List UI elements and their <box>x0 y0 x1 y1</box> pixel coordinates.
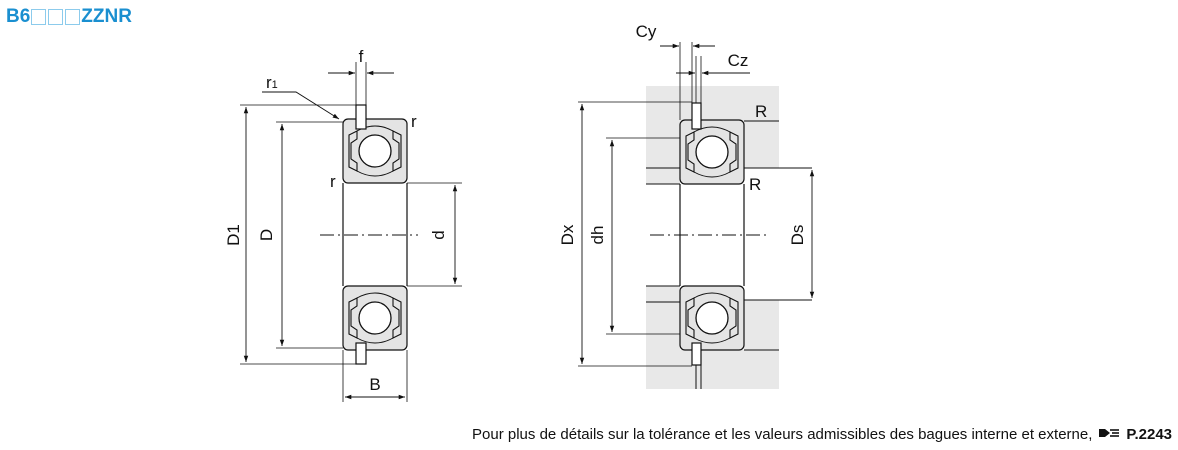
label-Dx: Dx <box>558 224 577 245</box>
page-reference-link[interactable]: P.2243 <box>1126 426 1172 443</box>
title-suffix: ZZNR <box>81 6 132 27</box>
label-D1: D1 <box>224 224 243 246</box>
lower-snap-ring <box>355 342 367 365</box>
footer-note: Pour plus de détails sur la tolérance et… <box>472 426 1172 443</box>
label-Cz: Cz <box>728 51 749 70</box>
label-r1: r1 <box>266 73 278 92</box>
leader-r1 <box>262 91 340 120</box>
label-Cy: Cy <box>636 22 657 41</box>
left-bearing-view: f r1 r r B D1 D d <box>224 47 462 402</box>
label-r1-text: r <box>266 73 272 92</box>
upper-bearing-ring <box>342 118 408 184</box>
placeholder-box-3 <box>65 9 81 25</box>
placeholder-box-2 <box>48 9 64 25</box>
right-lower-bearing-ring <box>679 285 745 351</box>
right-lower-snap-ring <box>691 342 702 366</box>
label-d: d <box>429 230 448 239</box>
label-R-mid: R <box>749 175 761 194</box>
lower-bearing-ring <box>342 285 408 351</box>
product-code-title: B6 ZZNR <box>6 4 132 30</box>
label-dh: dh <box>588 226 607 245</box>
right-upper-snap-ring <box>691 102 702 130</box>
upper-snap-ring <box>355 104 367 130</box>
housing-upper-right <box>744 121 779 168</box>
housing-upper <box>646 86 779 121</box>
right-mounted-view: Cy Cz R R Dx dh Ds <box>558 22 815 389</box>
footer-text: Pour plus de détails sur la tolérance et… <box>472 426 1093 443</box>
housing-lower-mid <box>680 350 744 389</box>
label-R-top: R <box>755 102 767 121</box>
label-B: B <box>369 375 380 394</box>
title-prefix: B6 <box>6 6 31 27</box>
housing-upper-left <box>646 121 680 184</box>
label-f: f <box>359 47 364 66</box>
housing-lower-left <box>646 286 680 389</box>
label-r-left: r <box>330 172 336 191</box>
book-reference-icon <box>1098 426 1120 443</box>
placeholder-box-1 <box>31 9 47 25</box>
label-Ds: Ds <box>788 225 807 246</box>
housing-lower-right <box>744 300 779 389</box>
label-r-top: r <box>411 112 417 131</box>
right-upper-bearing-ring <box>679 119 745 185</box>
label-D: D <box>257 229 276 241</box>
